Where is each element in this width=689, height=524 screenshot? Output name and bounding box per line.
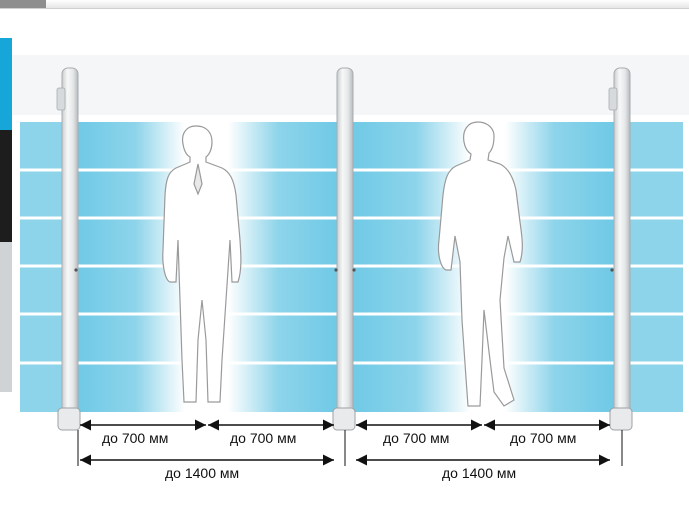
top-corner [0,0,46,8]
gate-pillar-middle [332,67,356,431]
dimension-label-full-1: до 1400 мм [163,465,242,481]
casual-man-silhouette-icon [437,121,523,407]
dimension-label-half-4: до 700 мм [508,430,579,446]
side-strip-cyan [0,38,12,130]
side-strip-dark [0,130,12,242]
dimension-arrows [77,419,623,466]
top-bar [0,0,689,9]
dimension-label-half-3: до 700 мм [381,430,452,446]
dimension-label-full-2: до 1400 мм [440,465,519,481]
gate-pillar-right [608,67,633,431]
businessman-silhouette-icon [162,125,242,403]
dimension-label-half-1: до 700 мм [100,430,171,446]
dimension-label-half-2: до 700 мм [228,430,299,446]
side-strip-gray [0,242,12,392]
gate-pillar-left [56,67,81,431]
